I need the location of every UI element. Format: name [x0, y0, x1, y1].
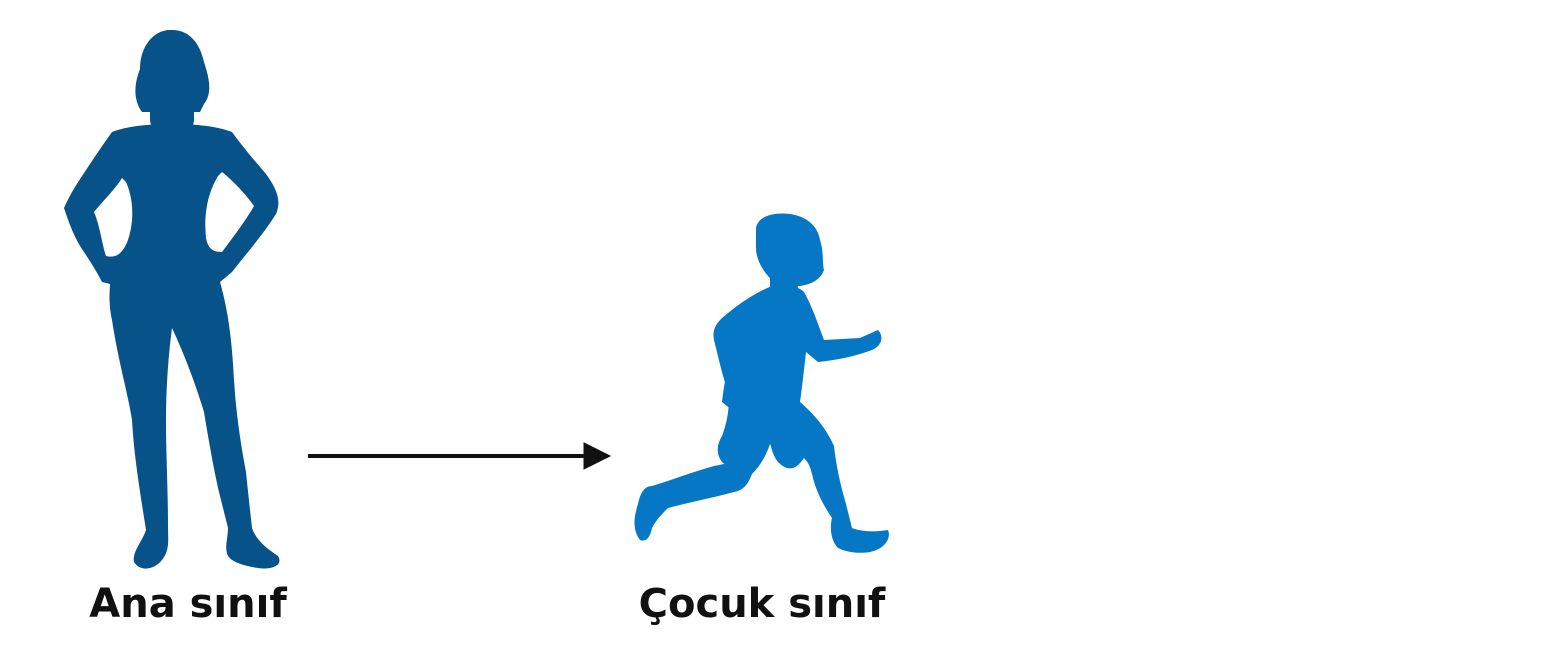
right-arrow-icon: [308, 442, 612, 470]
parent-class-label: Ana sınıf: [89, 581, 287, 627]
child-class-label: Çocuk sınıf: [638, 581, 886, 627]
running-boy-silhouette-icon: [634, 213, 889, 553]
standing-woman-silhouette-icon: [64, 30, 280, 569]
